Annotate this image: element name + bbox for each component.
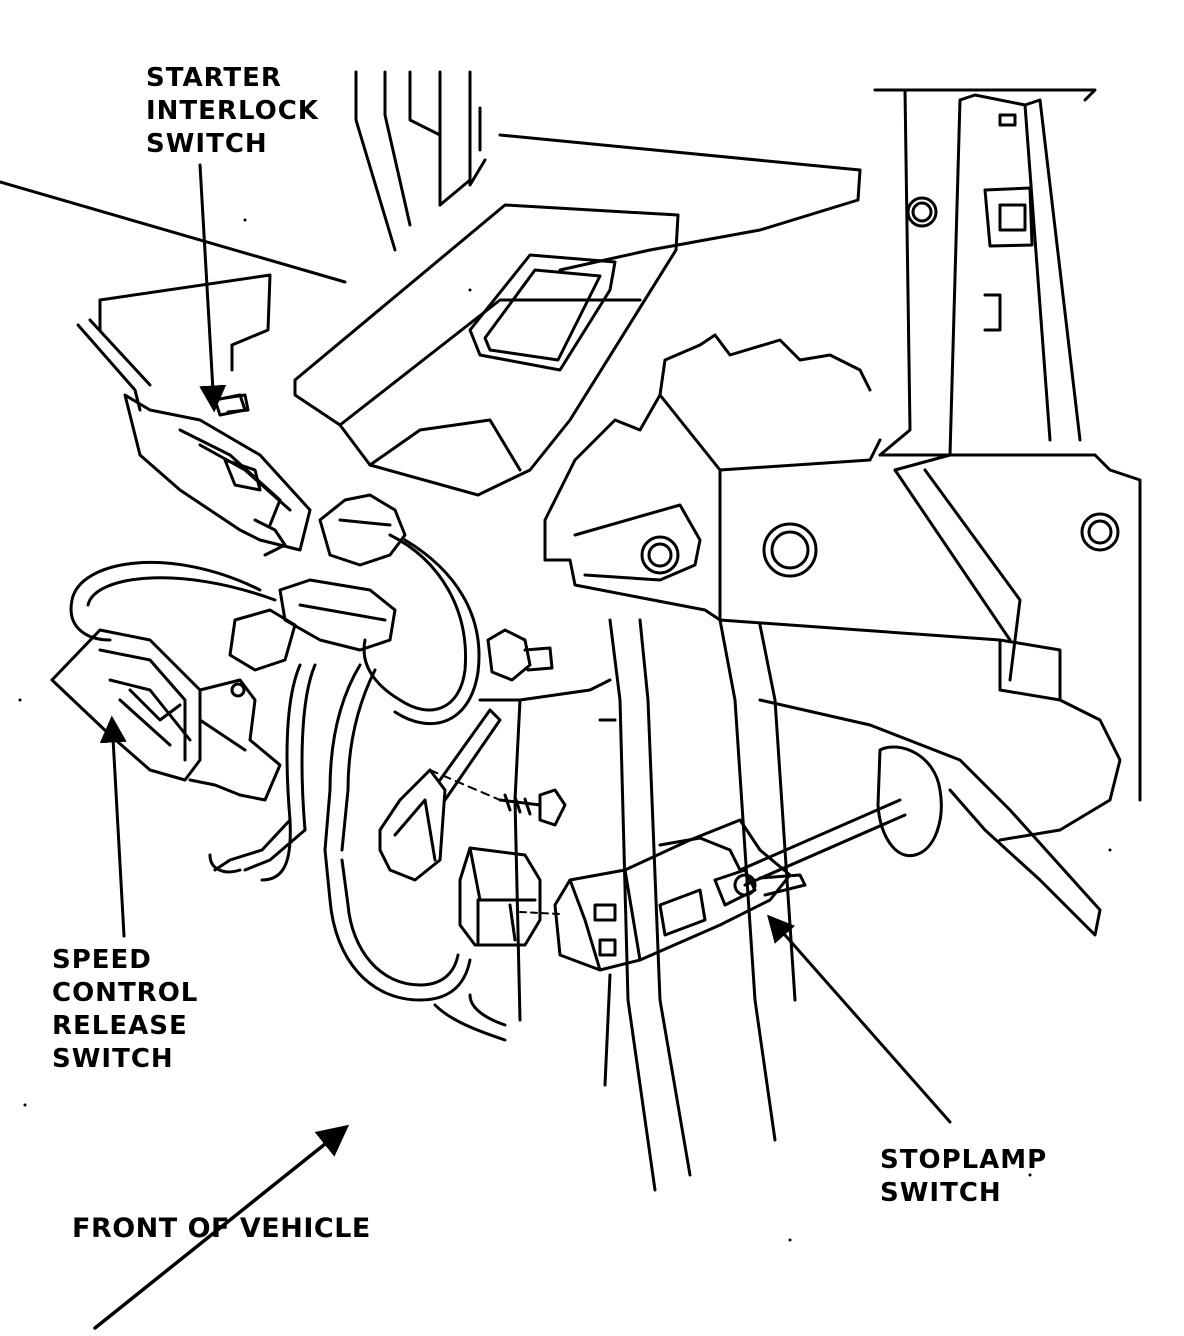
label-line: RELEASE (52, 1011, 188, 1041)
speed-control-release-switch-label: SPEED CONTROL RELEASE SWITCH (52, 944, 198, 1076)
pedal-housing (543, 333, 1142, 802)
label-line: SPEED (52, 945, 152, 975)
speed-control-leader-arrow (99, 715, 127, 938)
column-support-right (873, 88, 1097, 472)
label-line: STARTER (146, 63, 282, 93)
stoplamp-switch-drawing (553, 818, 807, 972)
label-line: SWITCH (146, 129, 268, 159)
mounting-screw (498, 788, 567, 827)
label-line: INTERLOCK (146, 96, 319, 126)
label-line: CONTROL (52, 978, 199, 1008)
stoplamp-switch-label: STOPLAMP SWITCH (880, 1144, 1047, 1210)
mounting-stud (223, 393, 554, 682)
wire-harness (69, 533, 507, 1042)
starter-interlock-leader-arrow (198, 163, 227, 413)
print-speckles (18, 218, 1112, 1242)
label-line: SWITCH (880, 1178, 1002, 1208)
stoplamp-leader-arrow (767, 914, 952, 1124)
harness-connectors (228, 493, 407, 672)
speed-control-release-switch-drawing (50, 628, 282, 802)
front-of-vehicle-label: FRONT OF VEHICLE (72, 1213, 371, 1244)
stoplamp-connector-plug (458, 846, 542, 947)
label-line: SWITCH (52, 1044, 174, 1074)
dash-panel-outline (0, 180, 347, 372)
brake-pedal-arm (603, 618, 797, 1192)
pedal-bracket (293, 203, 680, 497)
label-line: STOPLAMP (880, 1145, 1048, 1175)
support-brackets-upper (354, 70, 862, 272)
screw-alignment-line (429, 769, 501, 801)
lower-housing (478, 678, 1122, 1022)
starter-interlock-switch-drawing (76, 318, 312, 557)
connector-alignment-line (519, 911, 561, 915)
release-switch-bracket (378, 708, 502, 882)
front-of-vehicle-arrow (93, 1124, 350, 1330)
starter-interlock-switch-label: STARTER INTERLOCK SWITCH (146, 62, 319, 161)
actuator-rod (738, 698, 1102, 937)
